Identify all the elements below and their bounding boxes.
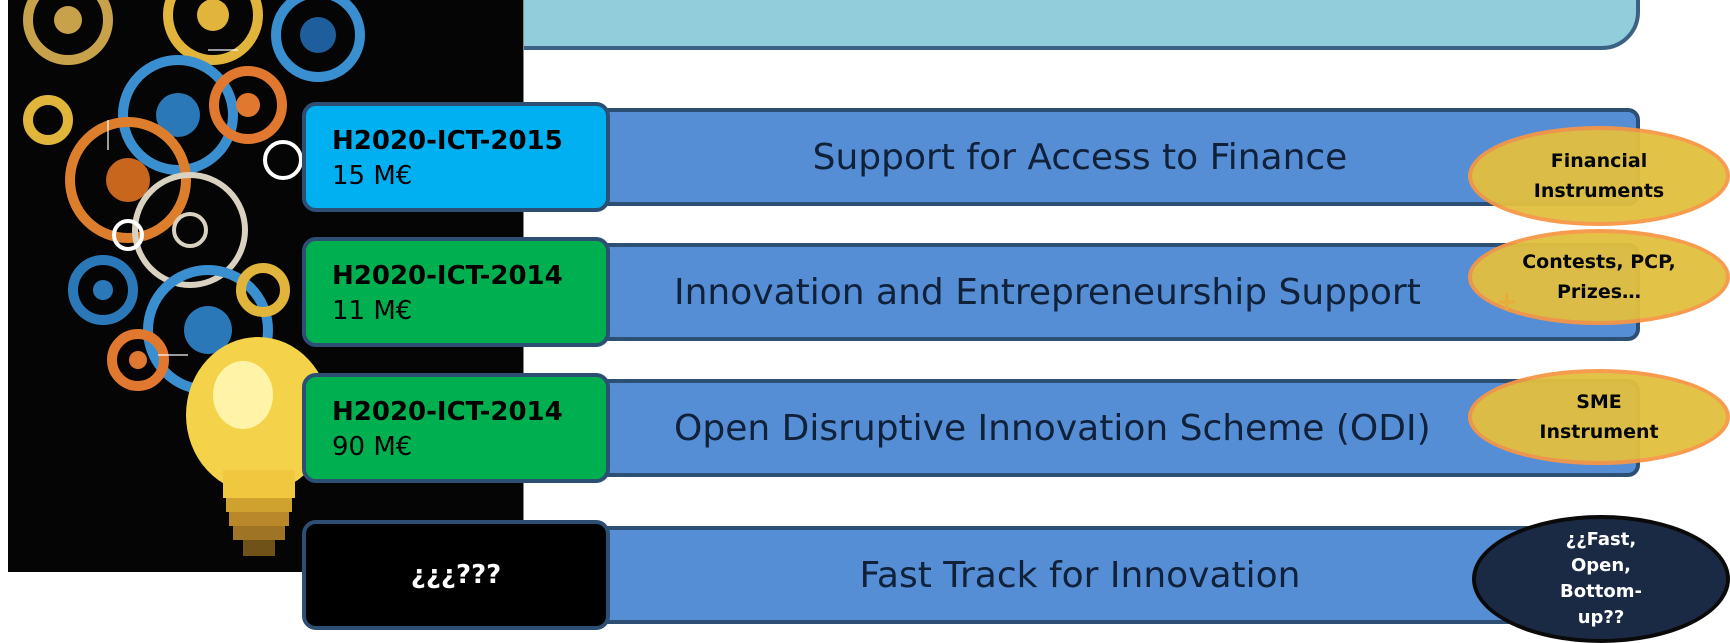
call-box: H2020-ICT-2014 90 M€ <box>302 373 610 483</box>
call-code: H2020-ICT-2014 <box>332 397 563 427</box>
program-bar: Innovation and Entrepreneurship Support <box>580 243 1640 341</box>
instrument-label: SME Instrument <box>1539 391 1659 443</box>
program-title: Open Disruptive Innovation Scheme (ODI) <box>674 407 1431 449</box>
instrument-label: Financial Instruments <box>1533 150 1665 202</box>
instrument-oval: Contests, PCP, Prizes… <box>1468 229 1730 325</box>
call-box: H2020-ICT-2014 11 M€ <box>302 237 610 347</box>
call-code: H2020-ICT-2014 <box>332 261 563 291</box>
call-budget: 11 M€ <box>332 296 413 326</box>
instrument-label: Contests, PCP, Prizes… <box>1522 251 1676 303</box>
program-title: Support for Access to Finance <box>812 136 1348 178</box>
instrument-oval: SME Instrument <box>1468 369 1730 465</box>
instrument-oval: ¿¿Fast, Open, Bottom-up?? <box>1472 515 1730 643</box>
call-budget: 15 M€ <box>332 161 413 191</box>
program-row: Innovation and Entrepreneurship Support … <box>0 229 1730 347</box>
program-row: Fast Track for Innovation ¿¿¿??? ¿¿Fast,… <box>0 515 1730 643</box>
call-box: H2020-ICT-2015 15 M€ <box>302 102 610 212</box>
program-row: Support for Access to Finance H2020-ICT-… <box>0 102 1730 226</box>
program-title: Innovation and Entrepreneurship Support <box>674 271 1421 313</box>
program-title: Fast Track for Innovation <box>859 554 1301 596</box>
program-row: Open Disruptive Innovation Scheme (ODI) … <box>0 369 1730 483</box>
call-code: H2020-ICT-2015 <box>332 126 563 156</box>
call-budget: 90 M€ <box>332 432 413 462</box>
plus-icon: + <box>1496 287 1518 317</box>
call-box: ¿¿¿??? <box>302 520 610 630</box>
instrument-label: ¿¿Fast, Open, Bottom-up?? <box>1560 529 1642 628</box>
instrument-oval: Financial Instruments <box>1468 126 1730 226</box>
program-bar: Support for Access to Finance <box>580 108 1640 206</box>
program-bar: Fast Track for Innovation <box>580 526 1640 624</box>
program-bar: Open Disruptive Innovation Scheme (ODI) <box>580 379 1640 477</box>
call-code: ¿¿¿??? <box>410 560 502 590</box>
